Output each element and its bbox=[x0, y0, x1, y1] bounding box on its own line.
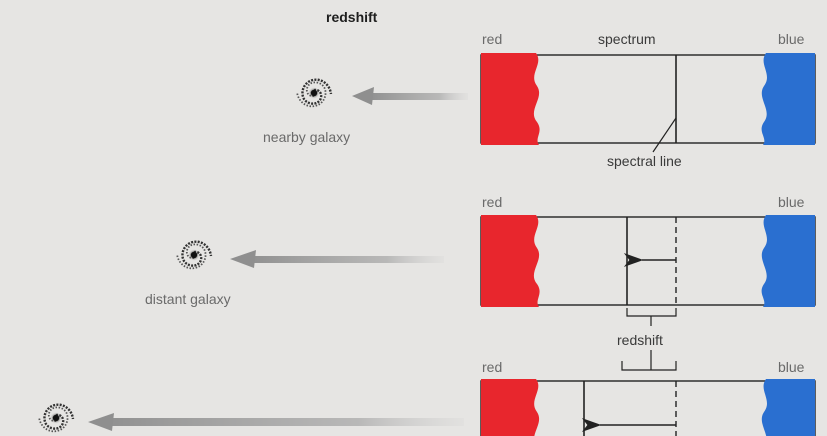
spectral-line-label: spectral line bbox=[607, 153, 682, 169]
spectrum-label: spectrum bbox=[598, 31, 656, 47]
red-label: red bbox=[482, 194, 503, 210]
motion-arrow-icon bbox=[230, 250, 444, 268]
annotation-leader bbox=[652, 117, 677, 153]
motion-arrow-icon bbox=[88, 413, 464, 431]
red-band bbox=[481, 215, 540, 307]
blue-band bbox=[761, 53, 815, 145]
blue-label: blue bbox=[778, 31, 805, 47]
spiral-galaxy-icon bbox=[292, 71, 336, 115]
red-label: red bbox=[482, 359, 503, 375]
red-label: red bbox=[482, 31, 503, 47]
motion-arrow-icon bbox=[352, 87, 468, 105]
galaxy-label: distant galaxy bbox=[145, 291, 231, 307]
blue-label: blue bbox=[778, 194, 805, 210]
spectrum-panel-farther bbox=[34, 350, 816, 436]
spiral-galaxy-icon bbox=[172, 233, 216, 277]
blue-band bbox=[761, 379, 815, 436]
spectrum-panel-distant bbox=[172, 215, 816, 326]
shift-bracket bbox=[621, 361, 677, 371]
red-band bbox=[481, 53, 540, 145]
blue-label: blue bbox=[778, 359, 805, 375]
spectrum-panel-nearby bbox=[292, 53, 816, 153]
galaxy-label: nearby galaxy bbox=[263, 129, 351, 145]
spiral-galaxy-icon bbox=[34, 396, 78, 436]
shift-bracket bbox=[626, 308, 677, 326]
blue-band bbox=[761, 215, 815, 307]
redshift-label: redshift bbox=[617, 332, 663, 348]
red-band bbox=[481, 379, 539, 436]
diagram-title: redshift bbox=[326, 9, 378, 25]
